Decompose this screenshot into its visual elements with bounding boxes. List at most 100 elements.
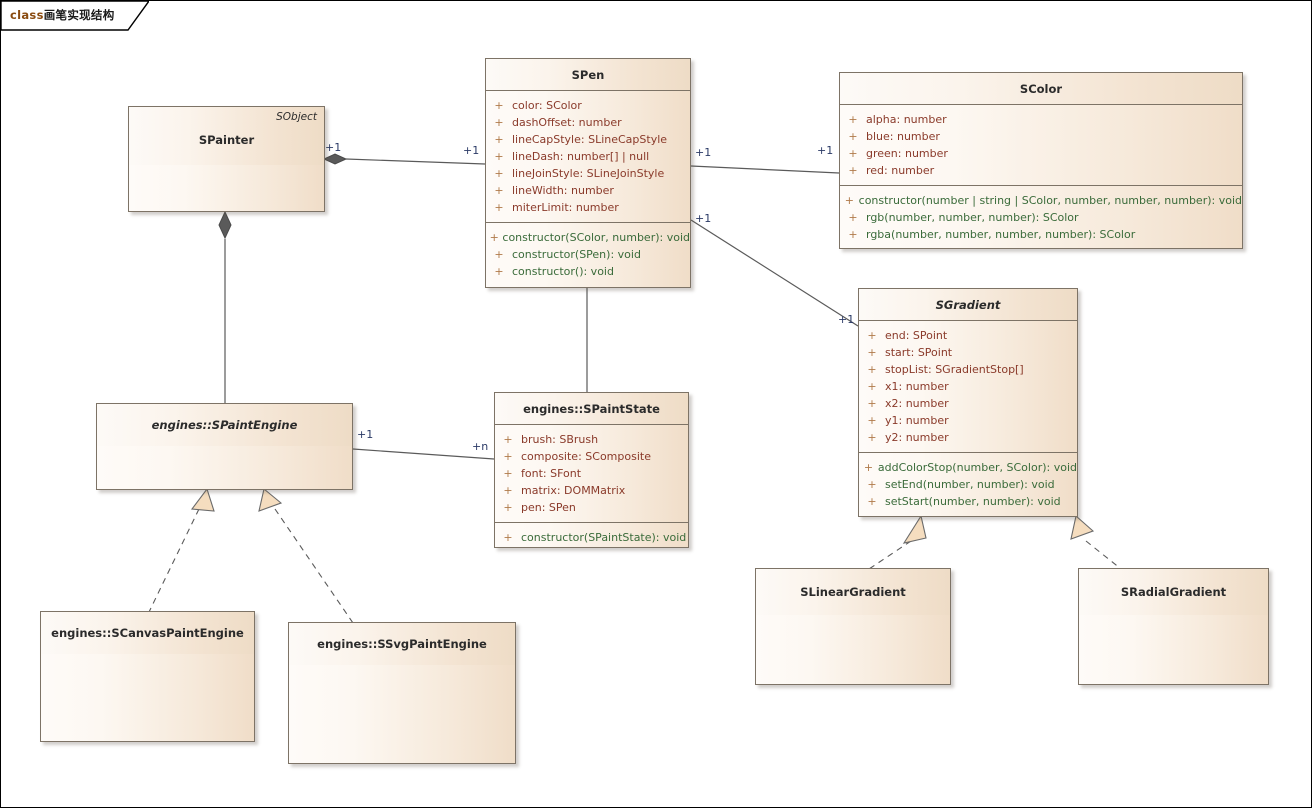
visibility-marker: + [848, 228, 858, 241]
sradialgradient-class-name: SRadialGradient [1120, 585, 1227, 599]
operation-text: rgb(number, number, number): SColor [866, 211, 1079, 224]
visibility-marker: + [494, 167, 504, 180]
spaintstate-class-name: engines::SPaintState [523, 401, 660, 416]
visibility-marker: + [848, 130, 858, 143]
spen-attributes: + color: SColor + dashOffset: number + l… [486, 91, 690, 223]
visibility-marker: + [494, 99, 504, 112]
scolor-attributes: + alpha: number + blue: number + green: … [840, 105, 1242, 186]
attribute-text: lineDash: number[] | null [512, 150, 650, 163]
visibility-marker: + [848, 164, 858, 177]
operation-text: rgba(number, number, number, number): SC… [866, 228, 1136, 241]
operation-text: constructor(SColor, number): void [502, 231, 690, 244]
connector-scanvaspaintengine-spaintengine [148, 487, 215, 613]
visibility-marker: + [494, 133, 504, 146]
visibility-marker: + [867, 431, 877, 444]
attribute-row: + lineJoinStyle: SLineJoinStyle [486, 165, 690, 182]
multiplicity-pen-gradient-target: +1 [838, 313, 855, 326]
multiplicity-pen-gradient-source: +1 [695, 212, 712, 225]
operation-text: constructor(number | string | SColor, nu… [858, 194, 1242, 207]
attribute-text: lineWidth: number [512, 184, 614, 197]
multiplicity-engine-state-source: +1 [357, 428, 374, 441]
spen-header: SPen [486, 59, 690, 91]
operation-row: + constructor(SColor, number): void [486, 229, 690, 246]
attribute-text: blue: number [866, 130, 940, 143]
class-box-slineargradient[interactable]: SLinearGradient [755, 568, 951, 685]
attribute-text: end: SPoint [885, 329, 948, 342]
operation-row: + rgb(number, number, number): SColor [840, 209, 1242, 226]
attribute-text: miterLimit: number [512, 201, 619, 214]
class-box-scolor[interactable]: SColor + alpha: number + blue: number + … [839, 72, 1243, 249]
slineargradient-class-name: SLinearGradient [800, 585, 906, 599]
attribute-text: composite: SComposite [521, 450, 651, 463]
visibility-marker: + [503, 501, 513, 514]
attribute-row: + end: SPoint [859, 327, 1077, 344]
attribute-row: + red: number [840, 162, 1242, 179]
attribute-row: + miterLimit: number [486, 199, 690, 216]
class-box-spaintstate[interactable]: engines::SPaintState + brush: SBrush + c… [494, 392, 689, 548]
class-box-sradialgradient[interactable]: SRadialGradient [1078, 568, 1269, 685]
visibility-marker: + [503, 531, 513, 544]
attribute-row: + matrix: DOMMatrix [495, 482, 688, 499]
attribute-text: font: SFont [521, 467, 582, 480]
attribute-text: green: number [866, 147, 948, 160]
class-box-scanvaspaintengine[interactable]: engines::SCanvasPaintEngine [40, 611, 255, 742]
connector-spen-sgradient [690, 219, 859, 327]
attribute-row: + lineDash: number[] | null [486, 148, 690, 165]
operation-row: + constructor(SPen): void [486, 246, 690, 263]
frame-tab-label: class画笔实现结构 [10, 7, 115, 23]
class-box-spainter[interactable]: SObject SPainter [128, 106, 325, 212]
visibility-marker: + [494, 116, 504, 129]
operation-row: + constructor(SPaintState): void [495, 529, 688, 546]
connector-spainter-spaintengine [218, 210, 232, 403]
visibility-marker: + [867, 495, 877, 508]
attribute-row: + start: SPoint [859, 344, 1077, 361]
attribute-text: red: number [866, 164, 935, 177]
multiplicity-painter-pen-target: +1 [463, 144, 480, 157]
multiplicity-painter-pen-source: +1 [325, 141, 342, 154]
class-box-spaintengine[interactable]: engines::SPaintEngine [96, 403, 353, 490]
attribute-row: + blue: number [840, 128, 1242, 145]
frame-title: 画笔实现结构 [43, 8, 115, 22]
scolor-header: SColor [840, 73, 1242, 105]
connector-ssvgpaintengine-spaintengine [258, 488, 354, 624]
operation-row: + setStart(number, number): void [859, 493, 1077, 510]
scolor-class-name: SColor [1019, 81, 1063, 96]
attribute-text: x1: number [885, 380, 949, 393]
class-box-ssvgpaintengine[interactable]: engines::SSvgPaintEngine [288, 622, 516, 764]
operation-row: + constructor(): void [486, 263, 690, 280]
class-box-sgradient[interactable]: SGradient + end: SPoint + start: SPoint … [858, 288, 1078, 517]
attribute-text: start: SPoint [885, 346, 953, 359]
sgradient-operations: + addColorStop(number, SColor): void + s… [859, 453, 1077, 516]
visibility-marker: + [867, 363, 877, 376]
attribute-text: x2: number [885, 397, 949, 410]
visibility-marker: + [503, 467, 513, 480]
operation-row: + addColorStop(number, SColor): void [859, 459, 1077, 476]
visibility-marker: + [503, 450, 513, 463]
attribute-text: lineJoinStyle: SLineJoinStyle [512, 167, 665, 180]
multiplicity-pen-color-source: +1 [695, 146, 712, 159]
attribute-row: + font: SFont [495, 465, 688, 482]
visibility-marker: + [867, 414, 877, 427]
visibility-marker: + [867, 346, 877, 359]
operation-text: setStart(number, number): void [885, 495, 1061, 508]
multiplicity-pen-color-target: +1 [817, 144, 834, 157]
visibility-marker: + [848, 211, 858, 224]
spainter-stereotype: SObject [276, 111, 317, 123]
visibility-marker: + [867, 329, 877, 342]
operation-row: + constructor(number | string | SColor, … [840, 192, 1242, 209]
attribute-row: + x1: number [859, 378, 1077, 395]
visibility-marker: + [863, 461, 874, 474]
frame-tab-shape [1, 1, 149, 31]
attribute-text: brush: SBrush [521, 433, 599, 446]
class-box-spen[interactable]: SPen + color: SColor + dashOffset: numbe… [485, 58, 691, 288]
attribute-row: + brush: SBrush [495, 431, 688, 448]
operation-text: setEnd(number, number): void [885, 478, 1055, 491]
connector-slineargradient-sgradient [868, 514, 927, 570]
spaintstate-attributes: + brush: SBrush + composite: SComposite … [495, 425, 688, 523]
spaintengine-header: engines::SPaintEngine [97, 404, 352, 446]
attribute-row: + composite: SComposite [495, 448, 688, 465]
sradialgradient-header: SRadialGradient [1079, 569, 1268, 615]
attribute-row: + alpha: number [840, 111, 1242, 128]
attribute-text: matrix: DOMMatrix [521, 484, 626, 497]
operation-text: constructor(SPaintState): void [521, 531, 687, 544]
